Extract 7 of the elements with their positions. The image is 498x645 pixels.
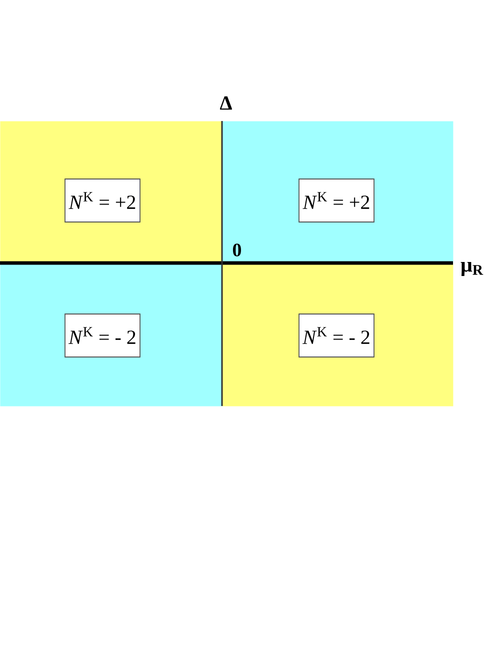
text-box: N$^{K}$ = +2	[298, 178, 374, 222]
text-box: N$^{K}$ = +2	[64, 178, 140, 222]
text-box: N$^{K}$ = - 2	[64, 314, 140, 358]
origin-label: 0	[232, 244, 242, 256]
text-box: N$^{K}$ = - 2	[298, 314, 374, 358]
axis-label: Δ	[220, 96, 232, 110]
axis-label: μ$_{R}$	[460, 262, 484, 276]
